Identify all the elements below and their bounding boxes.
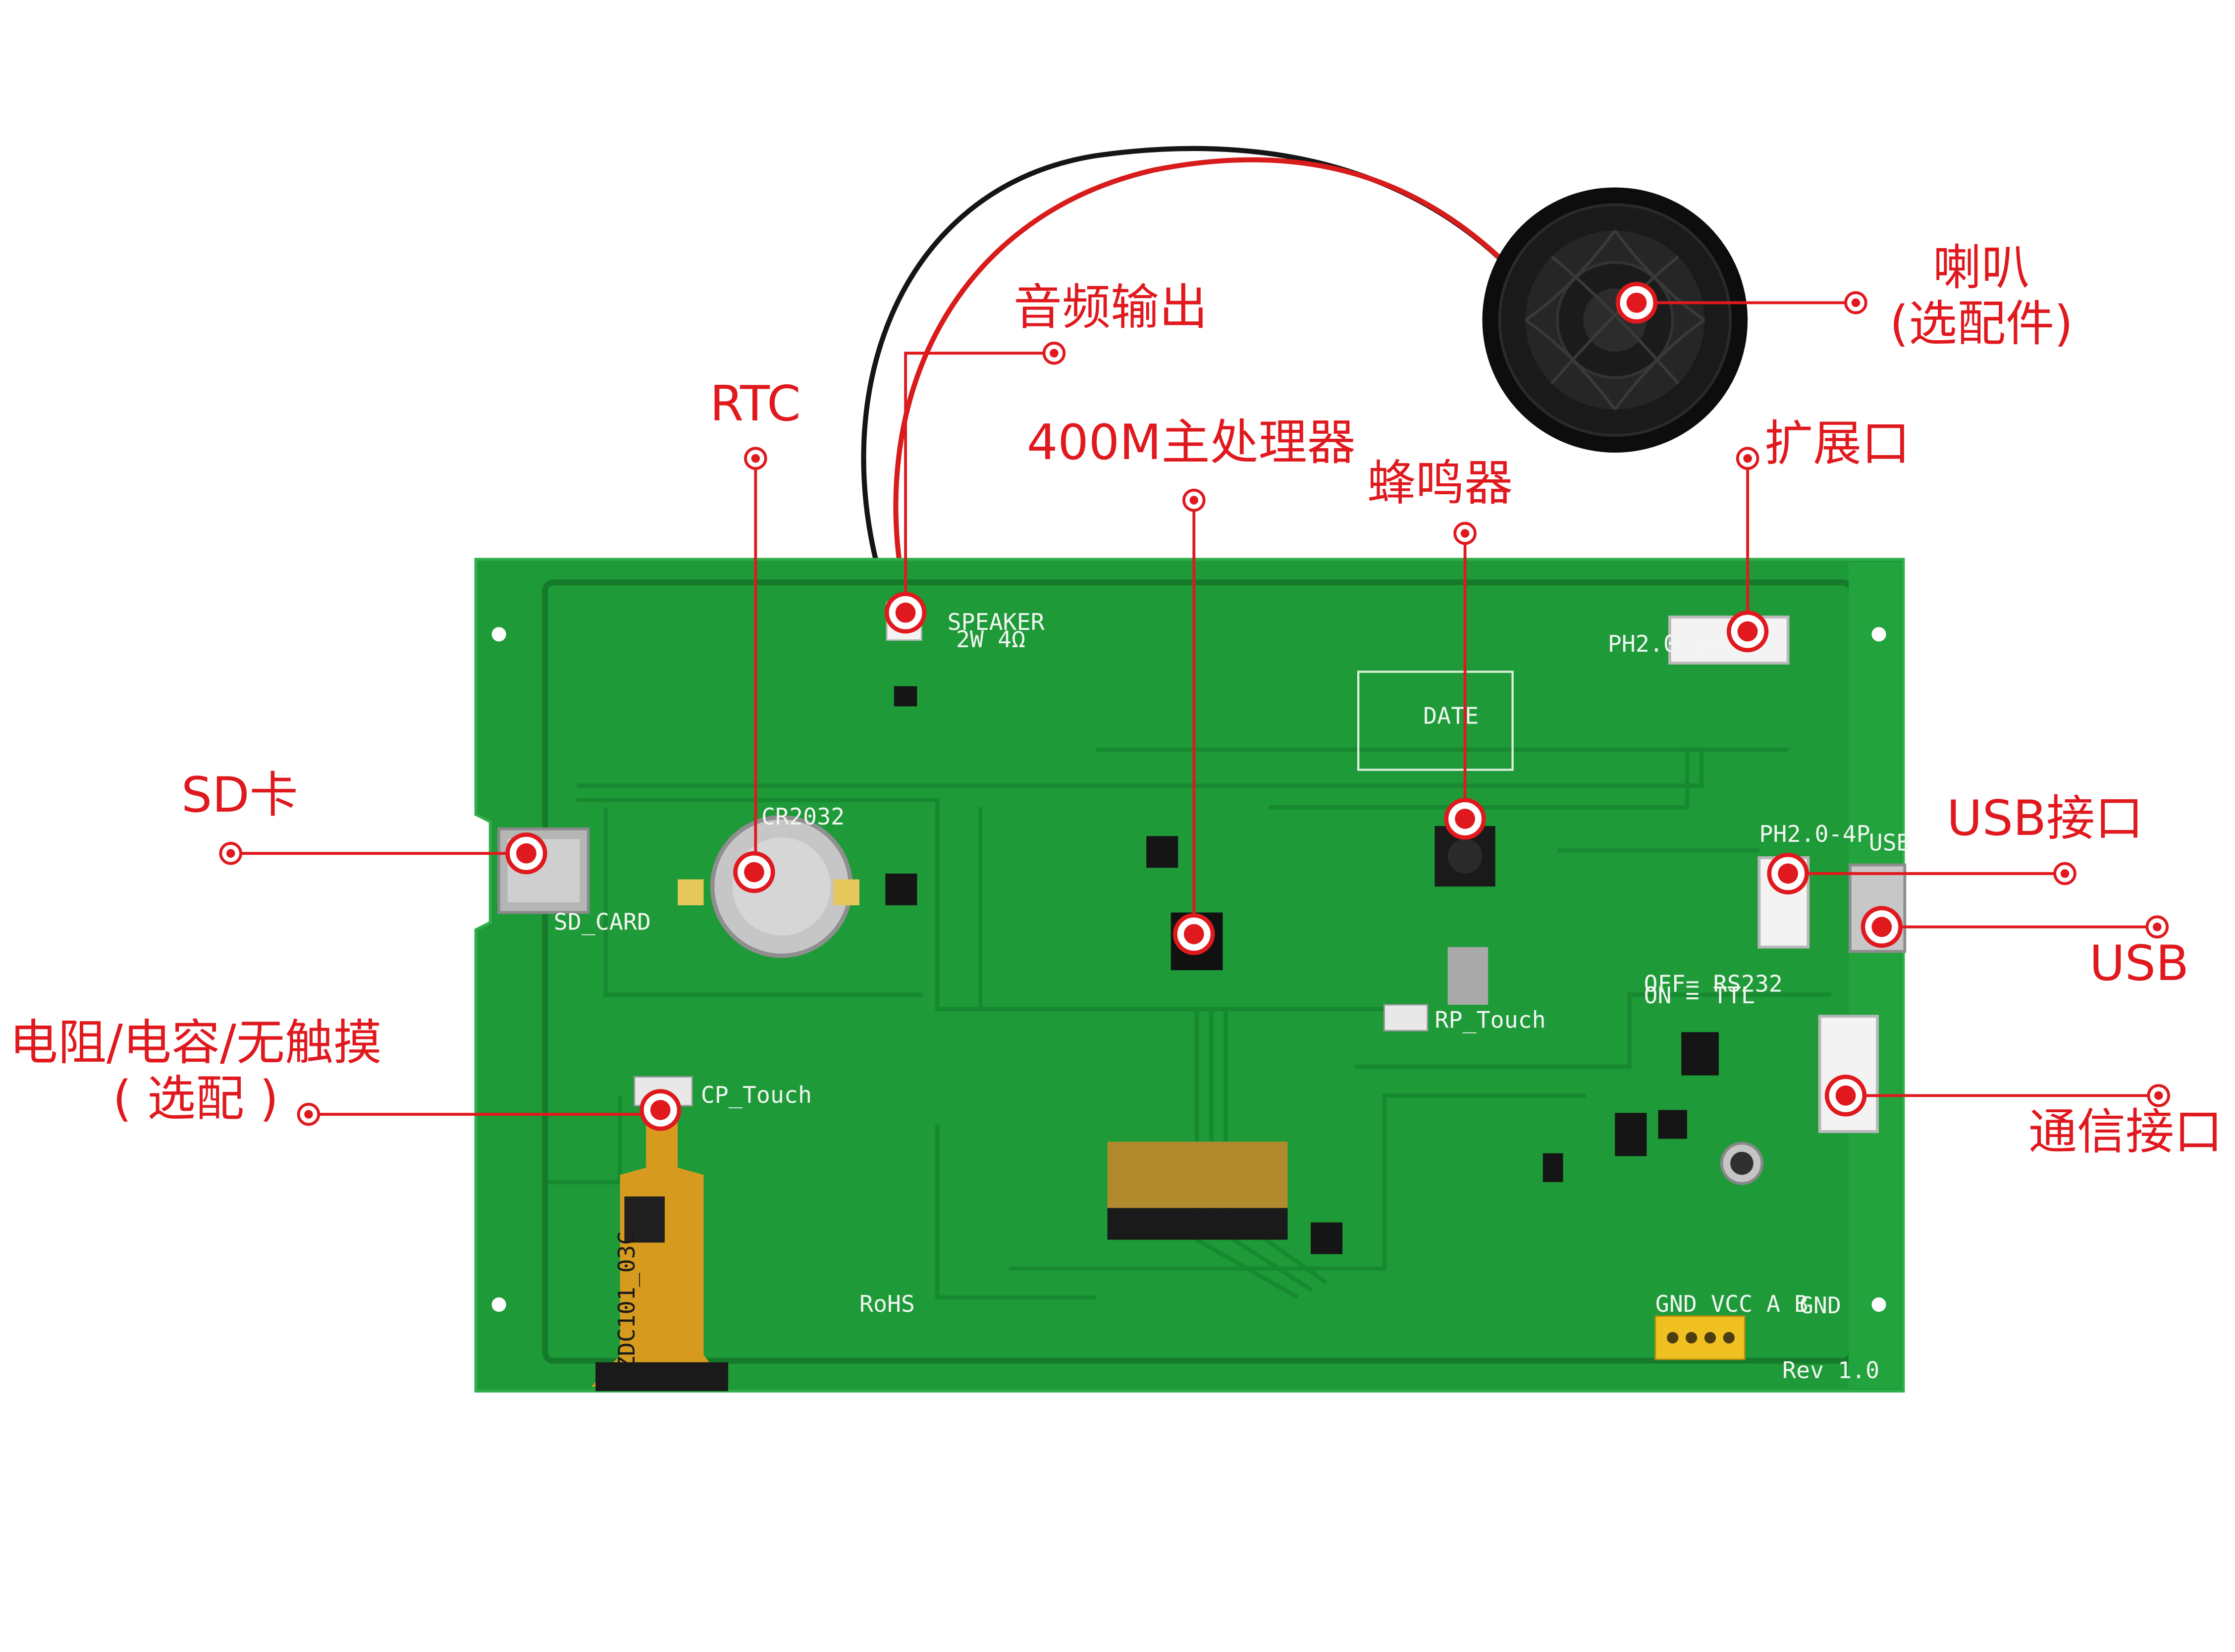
dot-usb-port-label: [2053, 862, 2076, 885]
callout-sd-card: SD卡: [181, 767, 298, 824]
callout-comm-port: 通信接口: [2028, 1104, 2223, 1160]
marker-rtc-battery: [733, 851, 775, 893]
silk-date: DATE: [1423, 702, 1479, 729]
dot-speaker-label: [1844, 291, 1867, 314]
dot-sd-label: [219, 842, 243, 865]
marker-comm-header: [1824, 1075, 1867, 1117]
callout-usb-port: USB接口: [1947, 790, 2144, 847]
marker-usb-header: [1767, 852, 1809, 895]
marker-expansion-header: [1726, 610, 1769, 653]
marker-cpu-chip: [1173, 913, 1215, 955]
silk-terminal: GND VCC A B: [1655, 1291, 1808, 1317]
marker-touch-connector: [639, 1089, 682, 1131]
marker-audio-jack: [884, 591, 927, 634]
dot-comm-label: [2147, 1084, 2171, 1107]
label-dots: [219, 291, 2171, 1126]
silk-speaker-spec: 2W 4Ω: [956, 626, 1025, 653]
callout-markers: [505, 282, 1903, 1131]
callout-touch: 电阻/电容/无触摸 ( 选配 ): [0, 1015, 391, 1127]
silk-rs2: ON = TTL: [1644, 982, 1755, 1009]
dot-rtc-label: [744, 447, 767, 470]
silk-usb: USB: [1869, 829, 1911, 856]
marker-buzzer: [1444, 798, 1486, 840]
silk-speaker: SPEAKER: [948, 609, 1045, 635]
speaker-image: [1482, 187, 1748, 453]
callout-cpu: 400M主处理器: [1027, 414, 1356, 471]
callout-expansion: 扩展口: [1764, 415, 1911, 472]
callout-usb: USB: [2089, 935, 2189, 992]
callout-touch-line2: ( 选配 ): [112, 1070, 279, 1127]
speaker-wire-black: [861, 146, 1531, 599]
silk-cp-touch: CP_Touch: [701, 1082, 812, 1108]
callout-speaker-line2: (选配件): [1889, 295, 2074, 352]
silk-rs1: OFF= RS232: [1644, 971, 1783, 997]
silk-rev: Rev 1.0: [1782, 1357, 1879, 1384]
speaker-wire-red: [893, 157, 1545, 599]
silk-rp-touch: RP_Touch: [1435, 1007, 1545, 1033]
dot-usb-label: [2145, 915, 2169, 939]
callout-rtc: RTC: [710, 376, 801, 432]
callout-speaker-line1: 喇叭: [1932, 240, 2030, 296]
silk-sd: SD_CARD: [554, 909, 651, 935]
marker-speaker: [1615, 282, 1658, 324]
callout-speaker: 喇叭 (选配件): [1858, 240, 2105, 352]
dot-audio-label: [1042, 341, 1066, 365]
callout-touch-line1: 电阻/电容/无触摸: [9, 1015, 382, 1071]
silk-ph10: PH2.0-10P: [1608, 630, 1733, 657]
silk-rohs: RoHS: [859, 1291, 915, 1317]
marker-usb-jack: [1861, 906, 1903, 948]
dot-buzzer-label: [1453, 521, 1477, 545]
callout-buzzer: 蜂鸣器: [1367, 455, 1513, 512]
callout-leaders: [230, 301, 2159, 1116]
silk-ph4: PH2.0-4P: [1759, 821, 1870, 847]
silk-fpc: GZDC101_03C: [613, 1231, 640, 1384]
callout-audio-out: 音频输出: [1013, 279, 1208, 336]
silk-gnd: GND: [1800, 1292, 1841, 1319]
marker-sd-slot: [505, 832, 547, 875]
dot-touch-label: [297, 1102, 320, 1126]
silk-battery: CR2032: [761, 803, 845, 830]
dot-cpu-label: [1182, 488, 1206, 512]
dot-expansion-label: [1736, 447, 1759, 470]
